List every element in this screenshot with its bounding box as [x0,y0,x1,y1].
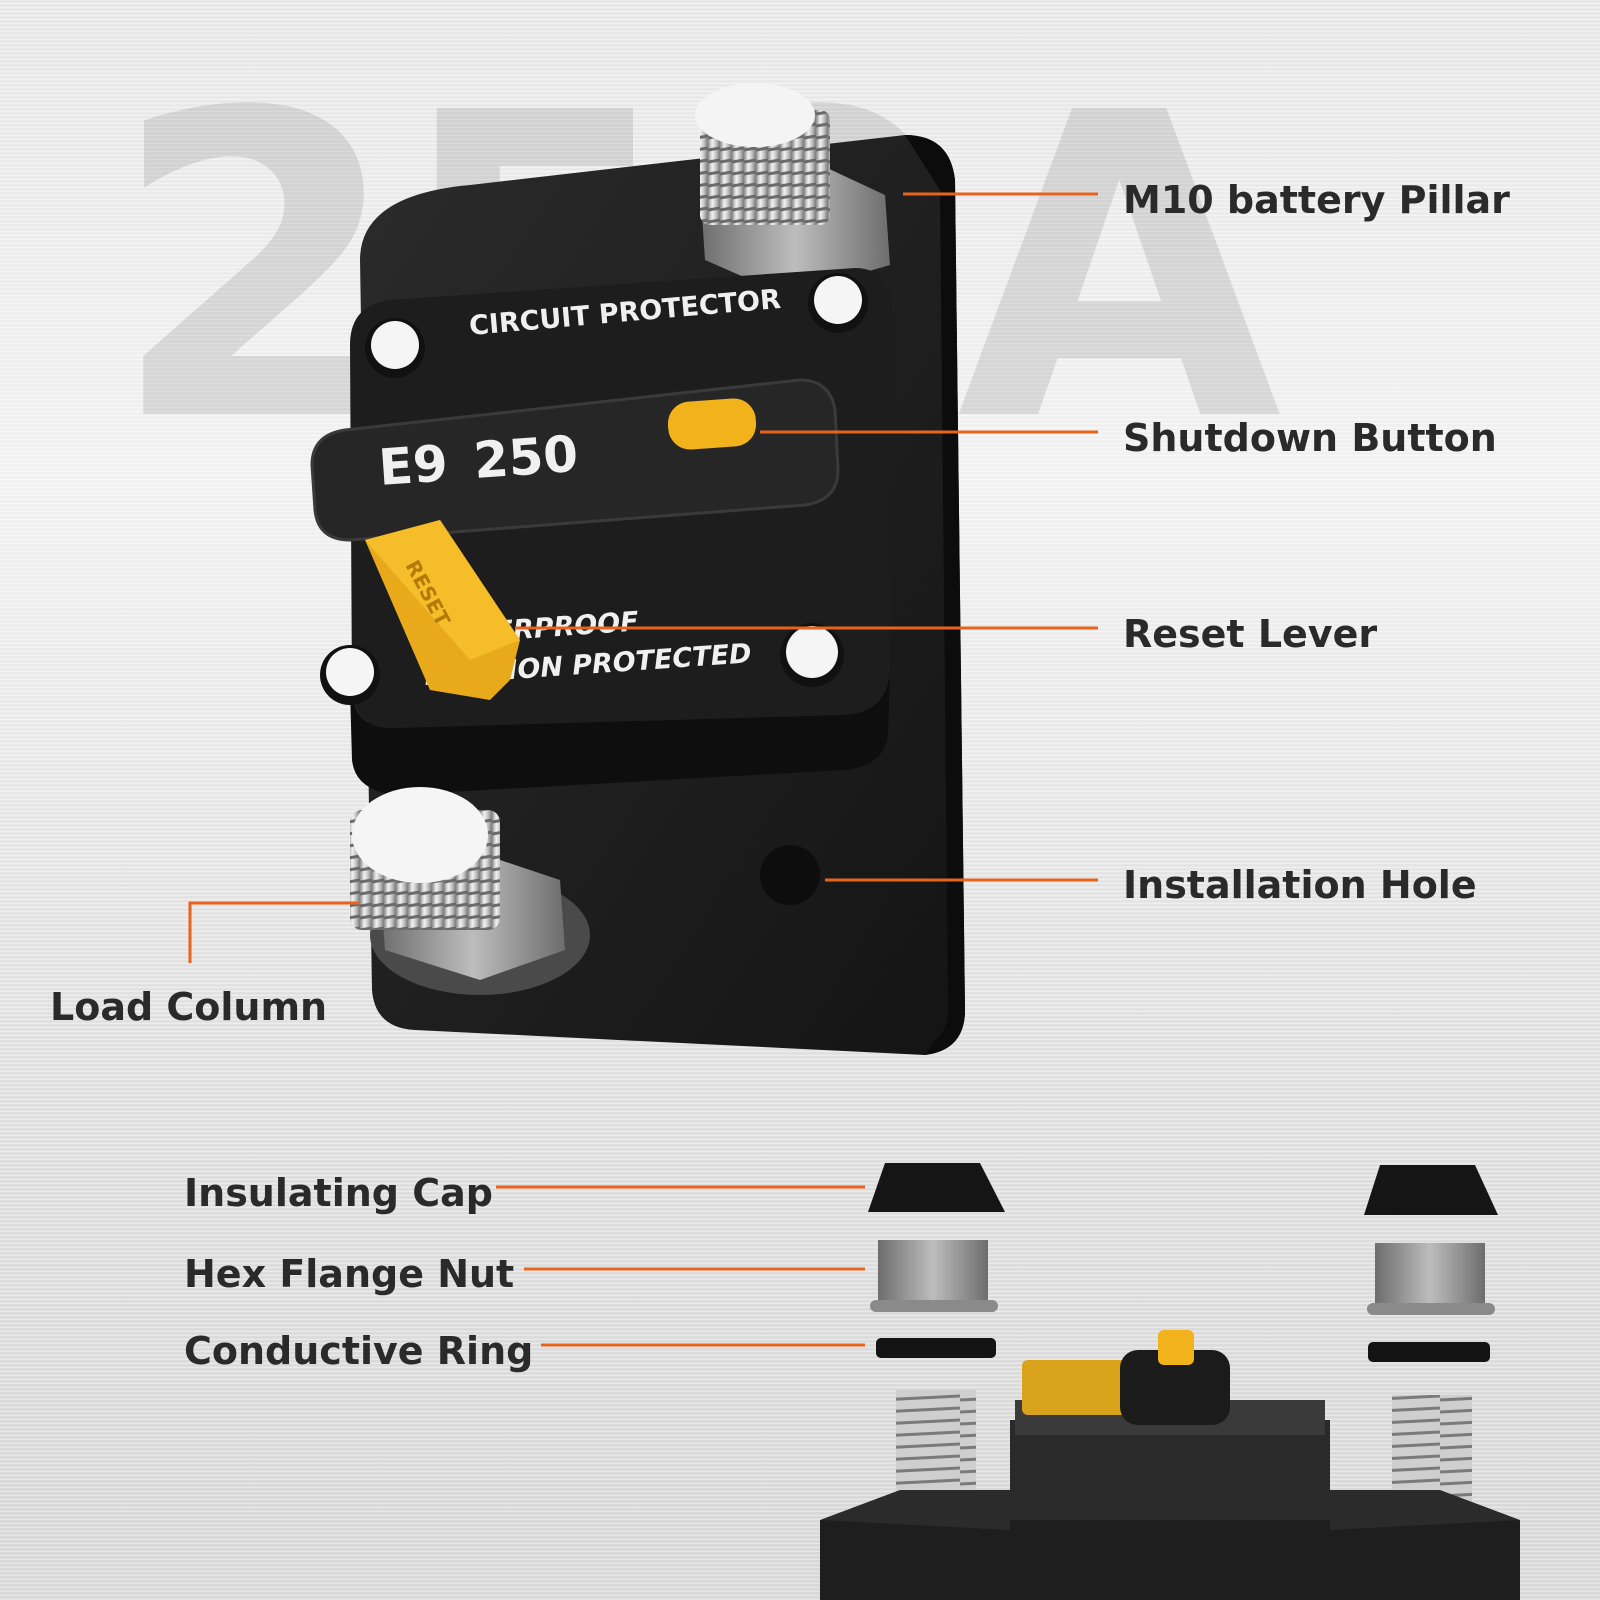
leader-lines [188,192,1098,1347]
installation-hole [760,845,820,905]
shutdown-button [667,398,757,450]
breaker-side-view [820,1330,1520,1600]
reset-lever: RESET [365,520,520,700]
leader-load-column [188,901,360,963]
callout-conductive-ring: Conductive Ring [184,1329,534,1373]
callout-installation-hole: Installation Hole [1123,863,1477,907]
callout-m10-pillar: M10 battery Pillar [1123,178,1510,222]
callout-hex-flange-nut: Hex Flange Nut [184,1252,515,1296]
model-text: E9 [377,434,450,497]
callout-load-column: Load Column [50,985,328,1029]
battery-pillar-terminal [695,83,890,295]
rating-text: 250 [472,425,580,490]
load-column-terminal [350,787,590,995]
hardware-stack-left [868,1163,1005,1540]
housing-screws [320,273,868,705]
callout-shutdown-button: Shutdown Button [1123,416,1497,460]
callout-insulating-cap: Insulating Cap [184,1171,493,1215]
callout-reset-lever: Reset Lever [1123,612,1378,656]
